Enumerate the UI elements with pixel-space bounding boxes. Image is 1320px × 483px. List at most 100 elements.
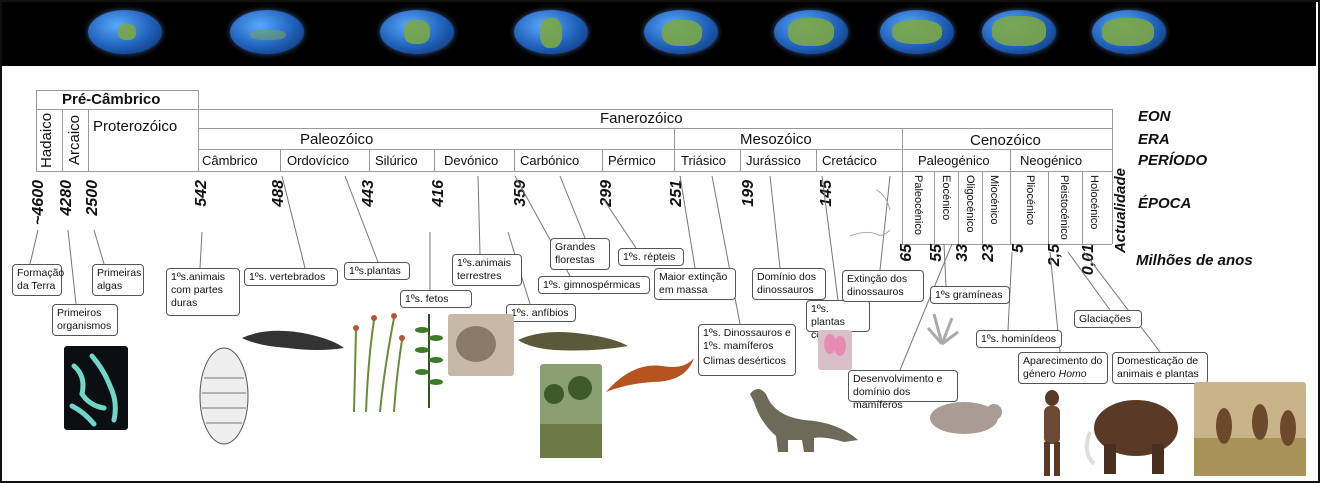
- event-hard-parts: 1ºs.animais com partes duras: [166, 268, 240, 316]
- epoch-miocene: Miocénico: [988, 175, 1000, 225]
- legend-eon: EON: [1138, 108, 1171, 125]
- event-domestication: Domesticação de animais e plantas: [1112, 352, 1208, 384]
- grid-line: [934, 171, 935, 244]
- epoch-holocene: Holocénico: [1088, 175, 1100, 230]
- grid-line: [198, 90, 199, 171]
- grass-image: [924, 308, 960, 346]
- globe-image: [1092, 10, 1166, 54]
- epoch-pleistocene: Pleistocénico: [1058, 175, 1070, 240]
- amphibian-image: [514, 322, 632, 356]
- globe-image: [230, 10, 304, 54]
- grid-line: [198, 128, 1112, 129]
- event-glaciations: Glaciações: [1074, 310, 1142, 328]
- legend-million-years: Milhões de anos: [1136, 252, 1253, 269]
- eon-precambrian: Pré-Câmbrico: [62, 91, 161, 108]
- period-carboniferous: Carbónico: [520, 153, 580, 168]
- grid-line: [1048, 171, 1049, 244]
- event-dinosaur-extinction: Extinção dos dinossauros: [842, 270, 924, 302]
- grid-line: [280, 149, 281, 171]
- reptile-image: [602, 352, 696, 398]
- mammal-image: [920, 392, 1006, 444]
- period-cambrian: Câmbrico: [202, 153, 258, 168]
- event-first-algae: Primeiras algas: [92, 264, 144, 296]
- event-dinosaur-dominance: Domínio dos dinossauros: [752, 268, 826, 300]
- agriculture-scene-image: [1194, 382, 1306, 476]
- grid-line: [36, 109, 1112, 110]
- event-great-forests: Grandes florestas: [550, 238, 610, 270]
- globe-image: [380, 10, 454, 54]
- period-triassic: Triásico: [681, 153, 727, 168]
- grid-line: [1112, 109, 1113, 244]
- grid-line: [36, 90, 37, 171]
- grid-line: [902, 128, 903, 244]
- grid-line: [369, 149, 370, 171]
- epoch-oligocene: Oligocénico: [964, 175, 976, 233]
- grid-line: [674, 128, 675, 171]
- event-mammal-development: Desenvolvimento e domínio dos mamíferos: [848, 370, 958, 411]
- grid-line: [902, 244, 1112, 245]
- grid-line: [36, 90, 198, 91]
- period-jurassic: Jurássico: [746, 153, 801, 168]
- eon-proterozoic: Proterozóico: [93, 118, 178, 135]
- event-vertebrates: 1ºs. vertebrados: [244, 268, 338, 286]
- homo-italic-text: Homo: [1058, 368, 1087, 380]
- early-plants-image: [344, 300, 408, 416]
- period-permian: Pérmico: [608, 153, 656, 168]
- period-neogene: Neogénico: [1020, 153, 1083, 168]
- desert-climates-text: Climas desérticos: [703, 355, 786, 367]
- period-paleogene: Paleogénico: [918, 153, 990, 168]
- epoch-paleocene: Paleocénico: [912, 175, 924, 235]
- hominid-image: [1030, 386, 1076, 478]
- fish-image: [238, 320, 348, 360]
- flower-image: [818, 330, 852, 370]
- event-gymnosperms: 1ºs. gimnospérmicas: [538, 276, 650, 294]
- forest-image: [540, 364, 602, 458]
- epoch-pliocene: Pliocénico: [1024, 175, 1036, 226]
- globe-image: [88, 10, 162, 54]
- period-cretaceous: Cretácico: [822, 153, 877, 168]
- event-plants: 1ºs.plantas: [344, 262, 410, 280]
- grid-line: [602, 149, 603, 171]
- era-mesozoic: Mesozóico: [740, 131, 812, 148]
- dinosaur-image: [744, 380, 864, 456]
- trilobite-image: [180, 338, 268, 454]
- grid-line: [958, 171, 959, 244]
- event-genus-homo: Aparecimento do género Homo: [1018, 352, 1108, 384]
- event-first-organisms: Primeiros organismos: [52, 304, 118, 336]
- paleogeography-band: [2, 2, 1316, 66]
- fern-image: [414, 310, 444, 410]
- grid-line: [514, 149, 515, 171]
- grid-line: [1082, 171, 1083, 244]
- event-ferns: 1ºs. fetos: [400, 290, 472, 308]
- homo-prefix-text: Aparecimento do género: [1023, 355, 1103, 380]
- globe-image: [774, 10, 848, 54]
- dinosaurs-mammals-text: 1ºs. Dinossauros e 1ºs. mamíferos: [703, 327, 791, 352]
- terrestrial-animal-image: [448, 314, 514, 376]
- globe-image: [880, 10, 954, 54]
- legend-epoch: ÉPOCA: [1138, 195, 1192, 212]
- grid-line: [740, 149, 741, 171]
- event-reptiles: 1ºs. répteis: [618, 248, 684, 266]
- small-dinosaur-image: [846, 180, 894, 244]
- event-land-animals: 1ºs.animais terrestres: [452, 254, 522, 286]
- event-hominids: 1ºs. hominídeos: [976, 330, 1062, 348]
- grid-line: [88, 109, 89, 171]
- legend-period: PERÍODO: [1138, 152, 1208, 169]
- event-flowering-plants: 1ºs. plantas com flor: [806, 300, 870, 341]
- period-ordovician: Ordovícico: [287, 153, 350, 168]
- grid-line: [982, 171, 983, 244]
- mammoth-image: [1080, 392, 1190, 478]
- event-grasses: 1ºs gramíneas: [930, 286, 1010, 304]
- bacteria-image: [64, 346, 128, 430]
- era-cenozoic: Cenozóico: [970, 132, 1041, 149]
- era-paleozoic: Paleozóico: [300, 131, 374, 148]
- period-silurian: Silúrico: [375, 153, 418, 168]
- globe-image: [982, 10, 1056, 54]
- globe-image: [514, 10, 588, 54]
- event-mass-extinction: Maior extinção em massa: [654, 268, 736, 300]
- legend-era: ERA: [1138, 131, 1170, 148]
- grid-line: [1010, 149, 1011, 244]
- grid-line: [434, 149, 435, 171]
